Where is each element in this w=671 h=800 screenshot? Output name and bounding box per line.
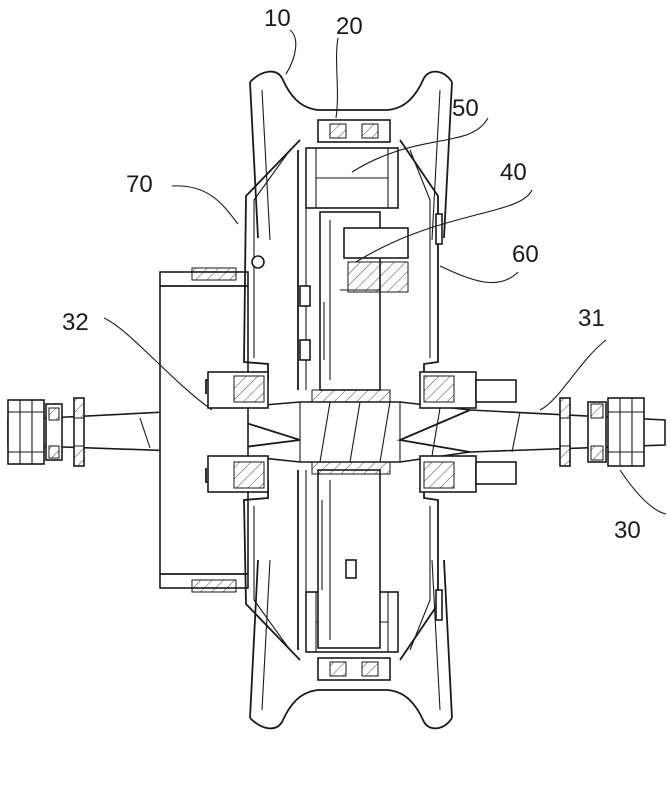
label-70: 70 bbox=[126, 171, 153, 198]
label-60: 60 bbox=[512, 241, 539, 268]
label-40: 40 bbox=[500, 159, 527, 186]
label-50: 50 bbox=[452, 95, 479, 122]
label-10: 10 bbox=[264, 5, 291, 32]
label-20: 20 bbox=[336, 13, 363, 40]
label-30: 30 bbox=[614, 517, 641, 544]
label-31: 31 bbox=[578, 305, 605, 332]
left-brake-drum bbox=[160, 268, 248, 592]
label-32: 32 bbox=[62, 309, 89, 336]
